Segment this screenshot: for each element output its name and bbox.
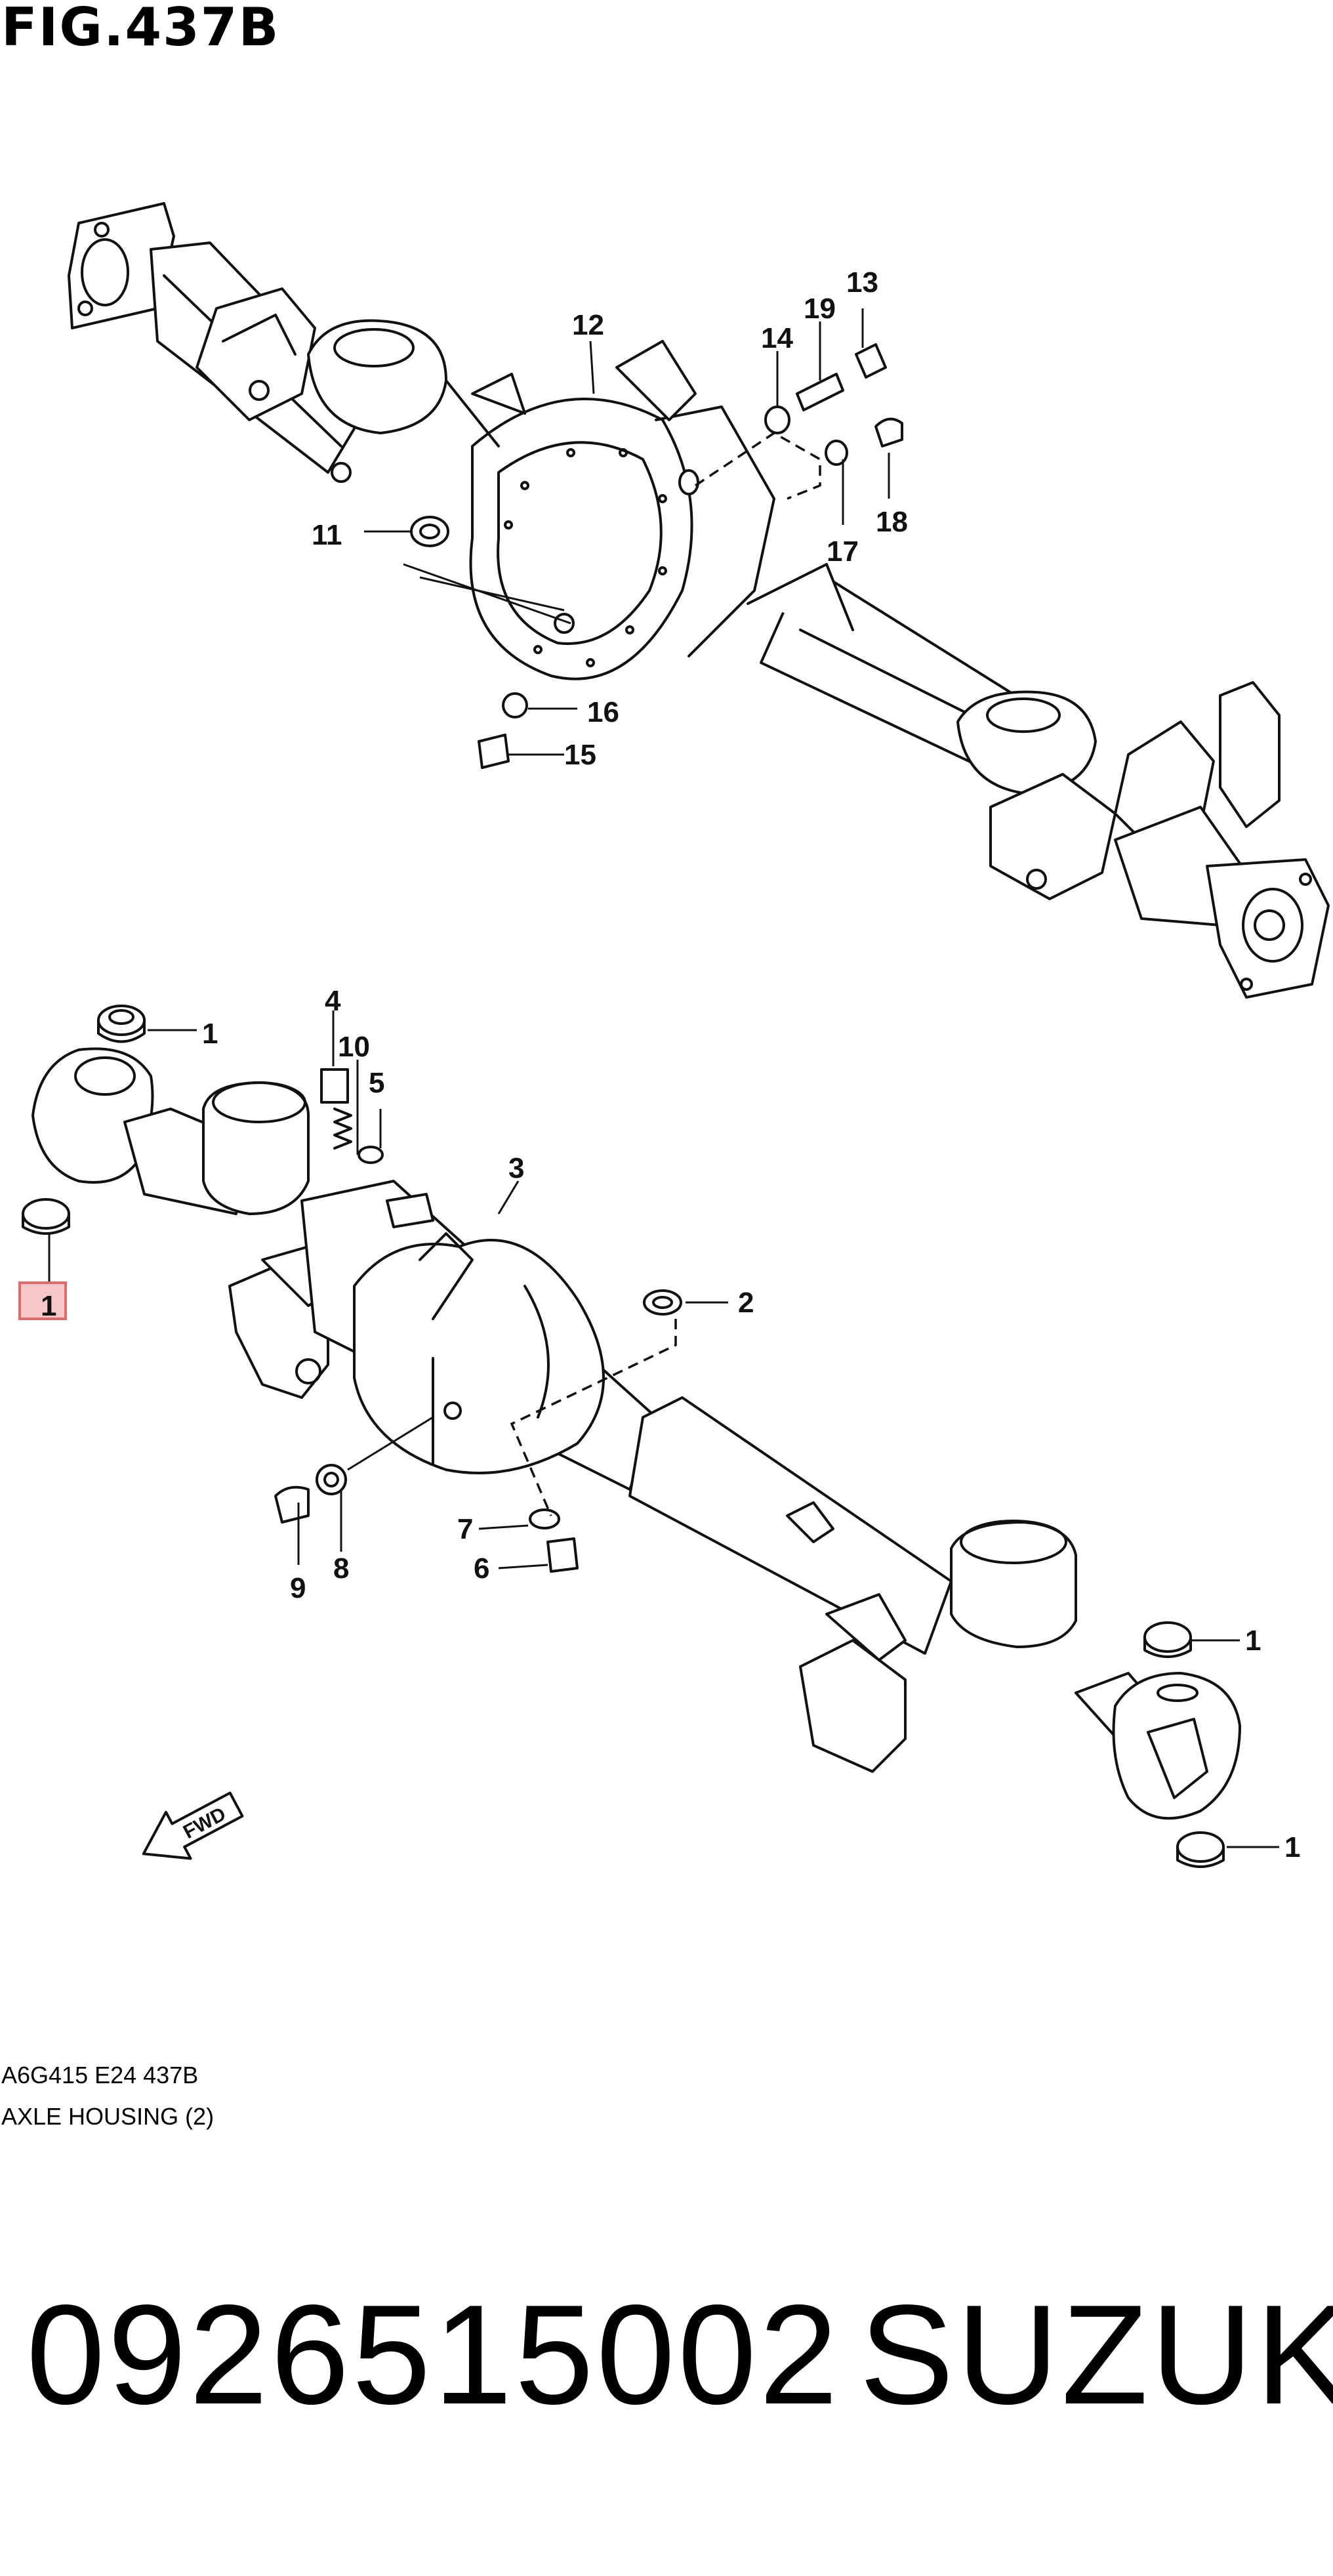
highlighted-callout-box xyxy=(18,1281,67,1320)
exploded-parts-diagram: FWD 12 13 14 19 18 17 11 16 15 1 1 1 1 2… xyxy=(18,202,1330,1868)
callout-3: 3 xyxy=(508,1152,524,1184)
callout-14: 14 xyxy=(761,322,793,354)
upper-callouts: 12 13 14 19 18 17 11 16 15 xyxy=(312,266,908,771)
diagram-code-caption: A6G415 E24 437B xyxy=(1,2062,199,2088)
callout-7: 7 xyxy=(457,1513,473,1545)
callout-1-right: 1 xyxy=(1245,1625,1261,1657)
upper-small-parts xyxy=(410,343,903,769)
callout-10: 10 xyxy=(338,1031,370,1063)
part-number: 0926515002 xyxy=(26,2275,841,2434)
callout-1-top-left: 1 xyxy=(202,1018,218,1050)
callout-9: 9 xyxy=(290,1572,306,1604)
diagram-name-caption: AXLE HOUSING (2) xyxy=(1,2103,215,2130)
callout-2: 2 xyxy=(738,1287,754,1319)
lower-callouts: 1 1 1 1 2 3 4 10 5 7 6 8 9 xyxy=(41,985,1300,1863)
callout-18: 18 xyxy=(876,506,908,538)
callout-1-bottom-right: 1 xyxy=(1284,1831,1300,1863)
callout-17: 17 xyxy=(827,535,859,568)
fwd-arrow: FWD xyxy=(142,1791,244,1860)
callout-8: 8 xyxy=(333,1552,349,1585)
lower-axle-housing xyxy=(31,1047,1241,1820)
upper-leader-lines xyxy=(364,308,890,756)
callout-4: 4 xyxy=(325,985,341,1017)
figure-title: FIG.437B xyxy=(1,0,280,58)
callout-19: 19 xyxy=(804,293,836,325)
lower-leader-lines xyxy=(48,1010,1279,1848)
callout-5: 5 xyxy=(369,1067,384,1099)
upper-axle-housing xyxy=(68,202,1330,999)
callout-12: 12 xyxy=(572,309,604,341)
callout-11: 11 xyxy=(312,519,342,551)
lower-small-parts xyxy=(22,1005,1225,1868)
brand-name: SUZUKI xyxy=(859,2275,1333,2434)
callout-13: 13 xyxy=(846,266,878,299)
callout-16: 16 xyxy=(587,696,619,728)
callout-15: 15 xyxy=(564,739,596,771)
callout-6: 6 xyxy=(474,1552,489,1585)
callout-1-highlighted: 1 xyxy=(41,1290,56,1322)
